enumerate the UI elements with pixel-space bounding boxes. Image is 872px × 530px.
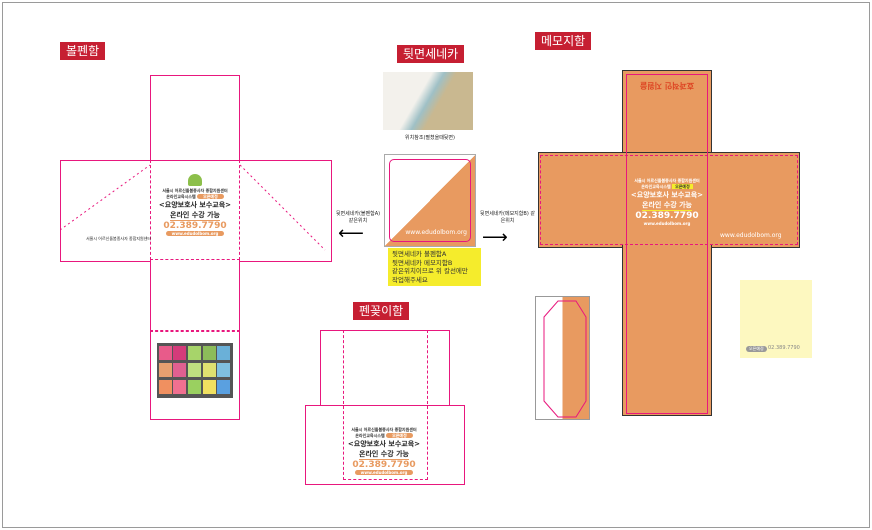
- back-card: www.edudolbom.org: [384, 154, 476, 247]
- fold-lines: [60, 164, 326, 251]
- side-text: 서울시 어르신돌봄종사자 종합지원센터: [86, 236, 152, 241]
- sticky-notes-photo: [157, 343, 233, 398]
- back-card-label: 뒷면세네카: [397, 45, 465, 63]
- arrow-left-icon: ⟵: [338, 223, 364, 244]
- memo-box-label: 메모지함: [535, 32, 592, 50]
- pen-box-label: 볼펜함: [60, 42, 106, 60]
- memo-box-front-card: 서울시 어르신돌봄종사자 종합지원센터 온라인교육시스템 오픈예정 <요양보호사…: [630, 178, 704, 226]
- pen-box-front-card: 서울시 어르신돌봄종사자 종합지원센터 온라인교육시스템 오픈예정 <요양보호사…: [152, 162, 238, 248]
- memo-side-panel: [535, 296, 590, 420]
- logo-heart-icon: [188, 174, 202, 186]
- pen-holder-label: 펜꽂이함: [353, 302, 410, 320]
- sticky-note-sample: 오픈예정 02.389.7790: [740, 280, 812, 358]
- arrow-right-icon: ⟶: [482, 227, 508, 248]
- pen-holder-card: 서울시 어르신돌봄종사자 종합지원센터 온라인교육시스템 오픈예정 <요양보호사…: [347, 427, 421, 475]
- reference-photo: [383, 72, 473, 130]
- phone-number: 02.389.7790: [163, 221, 227, 231]
